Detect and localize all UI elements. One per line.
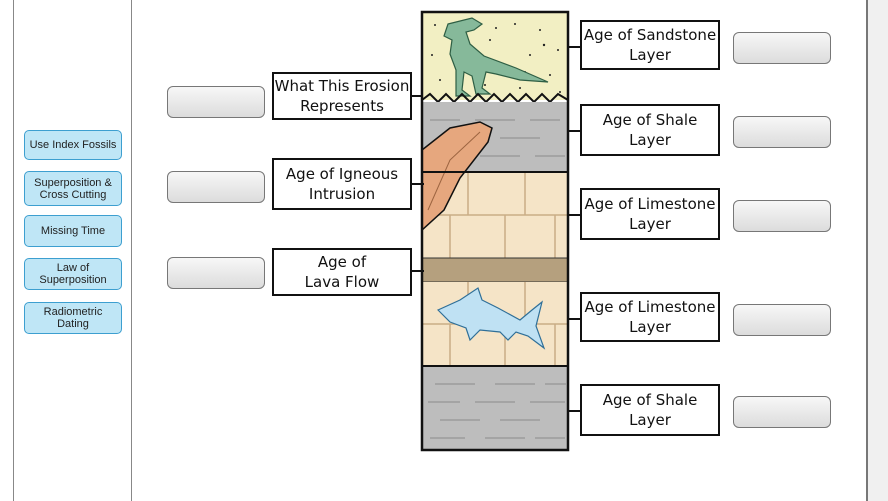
intrusion-crack xyxy=(427,131,481,211)
label-lava-flow: Age of Lava Flow xyxy=(272,248,412,296)
shark-fossil-icon xyxy=(436,287,546,350)
drop-zone-limestone-upper[interactable] xyxy=(733,200,831,232)
drop-zone-igneous[interactable] xyxy=(167,171,265,203)
label-text: What This Erosion Represents xyxy=(274,77,410,115)
label-erosion: What This Erosion Represents xyxy=(272,72,412,120)
strata-diagram xyxy=(420,10,570,452)
connector-sandstone xyxy=(568,46,580,48)
chip-radiometric-dating[interactable]: Radiometric Dating xyxy=(24,302,122,334)
label-text: Age of Shale Layer xyxy=(602,111,698,149)
label-sandstone: Age of Sandstone Layer xyxy=(580,20,720,70)
erosion-line xyxy=(421,92,569,104)
drop-zone-sandstone[interactable] xyxy=(733,32,831,64)
lava-flow-layer xyxy=(421,257,569,283)
label-shale-lower: Age of Shale Layer xyxy=(580,384,720,436)
label-text: Age of Limestone Layer xyxy=(584,298,716,336)
connector-lava xyxy=(412,270,424,272)
left-frame xyxy=(0,0,14,501)
label-limestone-lower: Age of Limestone Layer xyxy=(580,292,720,342)
layer-boundaries xyxy=(422,171,568,367)
igneous-intrusion xyxy=(421,121,493,232)
drop-zone-limestone-lower[interactable] xyxy=(733,304,831,336)
chip-use-index-fossils[interactable]: Use Index Fossils xyxy=(24,130,122,160)
label-text: Age of Igneous Intrusion xyxy=(285,165,399,203)
right-scroll-track[interactable] xyxy=(866,0,888,501)
chip-label: Superposition & Cross Cutting xyxy=(34,176,112,201)
shale-lines-lower xyxy=(428,383,566,439)
dinosaur-fossil-icon xyxy=(443,17,549,97)
connector-shale-upper xyxy=(568,130,580,132)
chip-label: Missing Time xyxy=(40,225,106,237)
connector-limestone-upper xyxy=(568,214,580,216)
label-igneous-intrusion: Age of Igneous Intrusion xyxy=(272,158,412,210)
chip-missing-time[interactable]: Missing Time xyxy=(24,215,122,247)
connector-shale-lower xyxy=(568,410,580,412)
drop-zone-erosion[interactable] xyxy=(167,86,265,118)
drop-zone-lava[interactable] xyxy=(167,257,265,289)
strata-border xyxy=(420,10,570,452)
connector-erosion xyxy=(412,95,422,97)
label-text: Age of Sandstone Layer xyxy=(583,26,717,64)
chip-superposition-cross-cutting[interactable]: Superposition & Cross Cutting xyxy=(24,171,122,206)
shale-layer-lower xyxy=(422,366,568,450)
label-text: Age of Limestone Layer xyxy=(584,195,716,233)
chip-label: Law of Superposition xyxy=(39,262,107,286)
chip-law-of-superposition[interactable]: Law of Superposition xyxy=(24,258,122,290)
connector-igneous xyxy=(412,183,424,185)
label-limestone-upper: Age of Limestone Layer xyxy=(580,188,720,240)
chip-label: Use Index Fossils xyxy=(29,139,117,151)
label-text: Age of Shale Layer xyxy=(602,391,698,429)
sandstone-layer xyxy=(422,12,568,100)
drop-zone-shale-upper[interactable] xyxy=(733,116,831,148)
chip-label: Radiometric Dating xyxy=(43,306,103,330)
drop-zone-shale-lower[interactable] xyxy=(733,396,831,428)
label-shale-upper: Age of Shale Layer xyxy=(580,104,720,156)
panel-divider xyxy=(131,0,132,501)
label-text: Age of Lava Flow xyxy=(304,253,380,291)
connector-limestone-lower xyxy=(568,318,580,320)
limestone-blocks-upper xyxy=(422,172,568,258)
